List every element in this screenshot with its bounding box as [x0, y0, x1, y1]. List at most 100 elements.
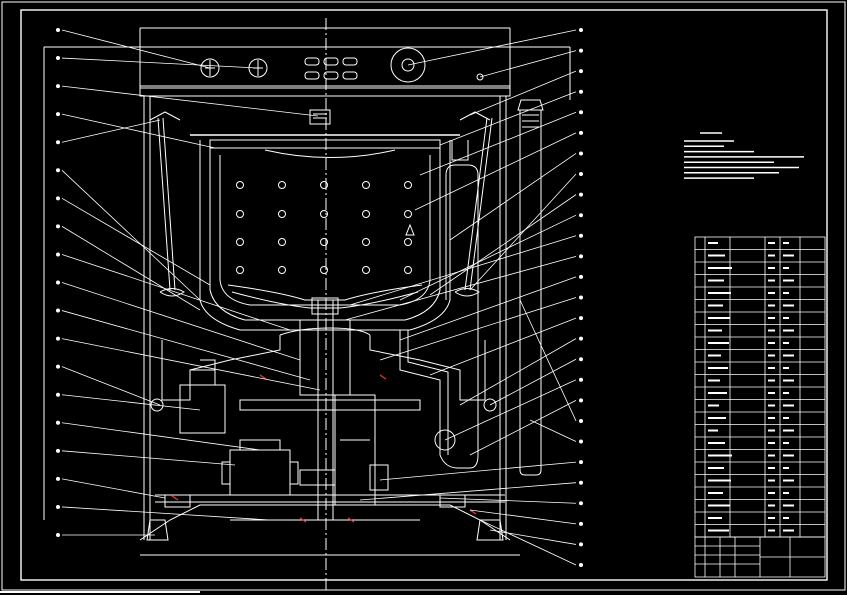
right-callout-dot: [579, 501, 584, 506]
right-leader-line: [489, 529, 577, 545]
right-leader-line: [399, 214, 577, 301]
right-callout-dot: [579, 151, 584, 156]
left-leader-line: [61, 29, 211, 69]
left-callout-dot: [56, 140, 61, 145]
right-leader-line: [449, 153, 577, 241]
right-callout-dot: [579, 110, 584, 115]
left-leader-line: [61, 478, 166, 499]
left-leader-line: [61, 506, 271, 521]
knob-left: [200, 58, 220, 78]
right-callout-dot: [579, 563, 584, 568]
left-callout-dot: [56, 448, 61, 453]
right-leader-line: [469, 509, 577, 525]
right-callout-dot: [579, 233, 584, 238]
right-callout-dot: [579, 398, 584, 403]
right-leader-line: [349, 235, 577, 306]
water-inlet-pipe: [517, 99, 544, 476]
right-callout-dot: [579, 439, 584, 444]
right-leader-line: [414, 132, 577, 211]
right-leader-line: [407, 29, 577, 66]
left-leader-line: [61, 310, 311, 381]
right-callout-dot: [579, 172, 584, 177]
left-callout-dot: [56, 420, 61, 425]
right-leader-line: [359, 482, 577, 501]
right-leader-line: [459, 338, 577, 406]
parts-list-table: [694, 236, 826, 538]
gear-reducer: [299, 394, 389, 506]
left-leader-line: [61, 338, 321, 391]
left-leader-line: [61, 394, 201, 411]
right-callout-dot: [579, 48, 584, 53]
right-leader-line: [429, 194, 577, 296]
basket-holes: [236, 181, 412, 274]
left-callout-dot: [56, 56, 61, 61]
button-grid: [304, 57, 358, 80]
drain-hose: [399, 140, 479, 469]
right-callout-dot: [579, 460, 584, 465]
right-callout-dot: [579, 480, 584, 485]
left-leader-line: [61, 366, 161, 406]
right-leader-line: [469, 173, 577, 291]
left-callout-dot: [56, 280, 61, 285]
left-leader-line: [61, 282, 301, 361]
control-panel: [140, 47, 510, 125]
right-leader-line: [399, 276, 577, 341]
left-callout-dot: [56, 336, 61, 341]
right-callout-dot: [579, 192, 584, 197]
right-leader-line: [439, 497, 577, 504]
right-callout-dot: [579, 377, 584, 382]
right-callout-dot: [579, 542, 584, 547]
left-leader-line: [61, 226, 201, 311]
left-leader-line: [61, 57, 259, 69]
drive-motor: [179, 359, 299, 496]
left-callout-dot: [56, 252, 61, 257]
right-callout-dot: [579, 254, 584, 259]
right-leader-line: [439, 91, 577, 146]
right-callout-dot: [579, 89, 584, 94]
red-markers: [171, 374, 477, 523]
right-callout-dot: [579, 69, 584, 74]
left-leader-line: [61, 422, 261, 451]
left-callout-dot: [56, 533, 61, 538]
right-callout-dot: [579, 336, 584, 341]
left-callout-dot: [56, 504, 61, 509]
left-leader-line: [61, 197, 211, 286]
title-block: [694, 536, 826, 578]
right-callout-dot: [579, 295, 584, 300]
right-callout-dot: [579, 521, 584, 526]
outer-cabinet: [43, 18, 571, 590]
perforated-basket: [219, 155, 431, 306]
right-leader-line: [379, 461, 577, 481]
left-leader-line: [61, 119, 161, 143]
right-leader-line: [479, 519, 577, 566]
right-callout-dot: [579, 274, 584, 279]
right-callout-dot: [579, 418, 584, 423]
right-leader-line: [419, 111, 577, 176]
right-leader-line: [344, 255, 577, 321]
left-leader-line: [61, 85, 319, 117]
right-callout-dot: [579, 213, 584, 218]
right-leader-line: [519, 299, 577, 422]
lower-housing: [161, 300, 486, 520]
left-callout-dot: [56, 112, 61, 117]
left-callout-dot: [56, 84, 61, 89]
right-callout-group: [344, 27, 584, 568]
pulsator: [227, 284, 423, 315]
right-leader-line: [529, 419, 577, 442]
right-leader-line: [489, 358, 577, 406]
right-leader-line: [469, 70, 577, 116]
left-callout-dot: [56, 364, 61, 369]
left-callout-dot: [56, 308, 61, 313]
wash-tub: [190, 134, 460, 331]
technical-notes: [684, 132, 804, 179]
right-callout-dot: [579, 357, 584, 362]
display-dial: [390, 47, 426, 83]
left-leader-line: [61, 113, 216, 149]
left-leader-line: [61, 169, 201, 301]
right-callout-dot: [579, 130, 584, 135]
drain-valve: [434, 429, 456, 451]
left-callout-dot: [56, 476, 61, 481]
right-callout-dot: [579, 316, 584, 321]
